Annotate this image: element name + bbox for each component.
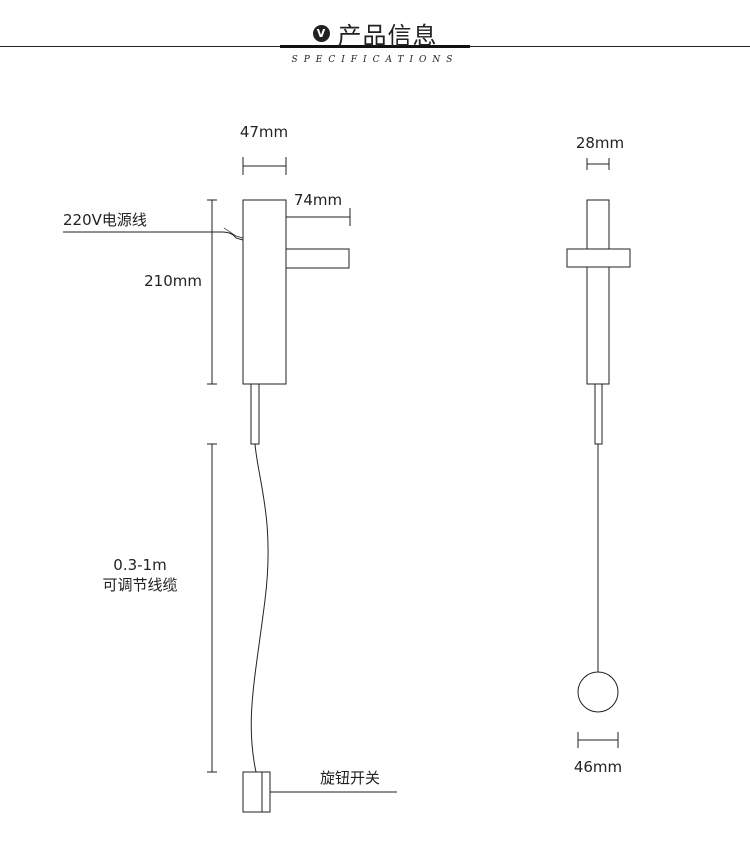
- header-rule-accent: [280, 45, 470, 48]
- arm-label: 74mm: [294, 191, 342, 209]
- height-dimension: [207, 199, 217, 385]
- width-dimension-front: [586, 158, 610, 170]
- header-rule-right: [470, 46, 750, 47]
- cable-note-label: 可调节线缆: [102, 576, 177, 594]
- lamp-arm-side: [285, 248, 350, 269]
- header-rule-left: [0, 46, 280, 47]
- power-cord-label: 220V电源线: [63, 211, 147, 229]
- lamp-stem-front: [594, 383, 603, 445]
- lamp-body-side: [242, 199, 287, 385]
- width-dimension-side: [242, 157, 287, 175]
- cable-dimension: [207, 443, 217, 773]
- shade-label: 46mm: [574, 758, 622, 776]
- lamp-body-front-top: [586, 199, 610, 250]
- knob-switch-label: 旋钮开关: [320, 769, 380, 787]
- width-label-front: 28mm: [576, 134, 624, 152]
- pendant-shade: [577, 671, 619, 713]
- shade-dimension: [577, 732, 619, 748]
- lamp-arm-front: [566, 248, 631, 268]
- adjustable-cable: [250, 443, 269, 773]
- knob-switch: [242, 771, 271, 813]
- lamp-stem-side: [250, 383, 260, 445]
- height-label: 210mm: [144, 272, 202, 290]
- power-cord-wire: [223, 227, 244, 239]
- header-title-row: V 产品信息: [0, 16, 750, 51]
- section-header: V 产品信息 SPECIFICATIONS: [0, 0, 750, 70]
- section-subtitle: SPECIFICATIONS: [291, 55, 459, 65]
- lamp-body-front-bottom: [586, 266, 610, 385]
- v-badge-icon: V: [312, 25, 330, 42]
- section-title: 产品信息: [337, 22, 438, 50]
- power-cord: [221, 231, 244, 241]
- arm-dimension: [285, 208, 351, 226]
- width-label-side: 47mm: [240, 123, 288, 141]
- cable-length-label: 0.3-1m: [113, 556, 166, 574]
